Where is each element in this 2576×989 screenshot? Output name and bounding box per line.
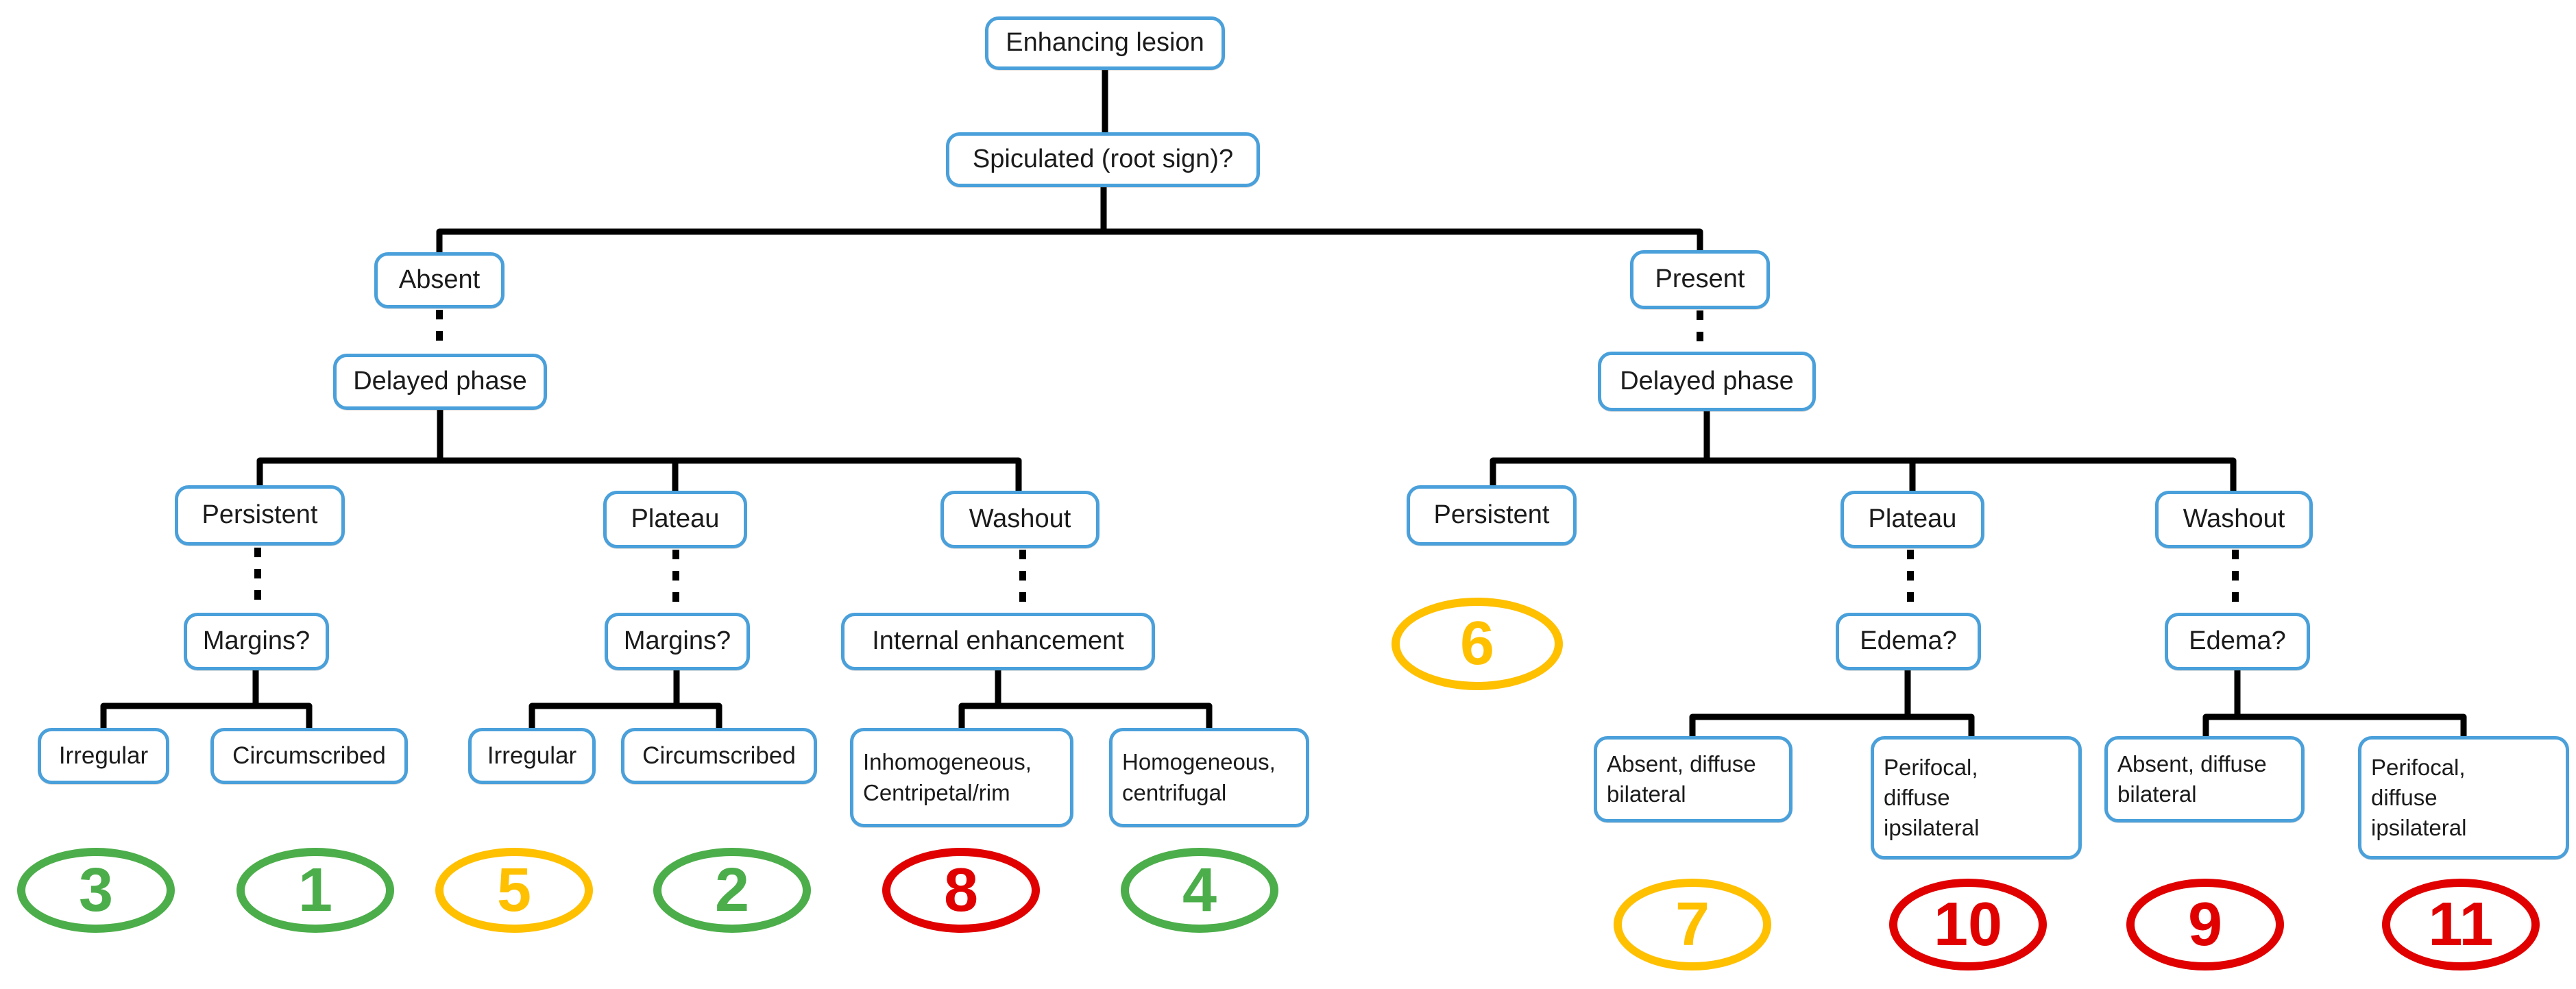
connector-edema2-split bbox=[2202, 669, 2467, 737]
node-homogeneous-centrifugal: Homogeneous, centrifugal bbox=[1109, 728, 1309, 827]
score-8-value: 8 bbox=[943, 855, 979, 925]
score-1: 1 bbox=[236, 848, 394, 933]
connector-margins2-split bbox=[528, 669, 722, 729]
score-6-value: 6 bbox=[1459, 609, 1495, 678]
node-margins-plateau: Margins? bbox=[605, 613, 750, 670]
node-inhomogeneous-centripetal: Inhomogeneous, Centripetal/rim bbox=[850, 728, 1073, 827]
node-edema-washout: Edema? bbox=[2165, 613, 2310, 670]
score-10: 10 bbox=[1889, 879, 2047, 970]
score-11: 11 bbox=[2382, 879, 2540, 970]
node-persistent-right: Persistent bbox=[1407, 485, 1577, 546]
node-perifocal-diffuse-ipsilateral-washout: Perifocal, diffuse ipsilateral bbox=[2358, 736, 2569, 859]
node-circumscribed-plateau: Circumscribed bbox=[621, 728, 817, 784]
node-delayed-phase-right: Delayed phase bbox=[1598, 352, 1816, 411]
score-3-value: 3 bbox=[78, 855, 114, 925]
score-4-value: 4 bbox=[1182, 855, 1217, 925]
node-perifocal-diffuse-ipsilateral-plateau: Perifocal, diffuse ipsilateral bbox=[1871, 736, 2082, 859]
node-margins-persistent: Margins? bbox=[184, 613, 329, 670]
connector-margins1-split bbox=[100, 669, 313, 729]
score-9: 9 bbox=[2126, 879, 2284, 970]
node-internal-enhancement: Internal enhancement bbox=[841, 613, 1155, 670]
score-2: 2 bbox=[653, 848, 811, 933]
node-plateau-right: Plateau bbox=[1840, 491, 1984, 548]
score-11-value: 11 bbox=[2428, 890, 2494, 959]
connector-delayed-left-split bbox=[256, 408, 1022, 492]
node-absent-diffuse-bilateral-washout: Absent, diffuse bilateral bbox=[2104, 736, 2305, 822]
node-absent-diffuse-bilateral-plateau: Absent, diffuse bilateral bbox=[1594, 736, 1793, 822]
score-7: 7 bbox=[1614, 879, 1771, 970]
score-2-value: 2 bbox=[714, 855, 750, 925]
connector-spiculated-split bbox=[436, 184, 1703, 254]
node-present: Present bbox=[1630, 250, 1770, 309]
node-irregular-persistent: Irregular bbox=[38, 728, 169, 784]
score-1-value: 1 bbox=[297, 855, 333, 925]
score-8: 8 bbox=[882, 848, 1040, 933]
node-irregular-plateau: Irregular bbox=[468, 728, 596, 784]
connector-internal-split bbox=[958, 669, 1213, 729]
node-edema-plateau: Edema? bbox=[1836, 613, 1981, 670]
node-spiculated-question: Spiculated (root sign)? bbox=[946, 132, 1260, 187]
score-10-value: 10 bbox=[1933, 890, 2003, 959]
node-washout-right: Washout bbox=[2155, 491, 2313, 548]
node-persistent-left: Persistent bbox=[175, 485, 345, 546]
score-7-value: 7 bbox=[1675, 890, 1710, 959]
node-enhancing-lesion: Enhancing lesion bbox=[985, 16, 1225, 70]
score-9-value: 9 bbox=[2187, 890, 2223, 959]
score-5-value: 5 bbox=[496, 855, 532, 925]
score-6: 6 bbox=[1392, 598, 1563, 690]
connector-delayed-right-split bbox=[1490, 410, 2237, 492]
connector-edema1-split bbox=[1689, 669, 1975, 737]
node-washout-left: Washout bbox=[940, 491, 1099, 548]
node-absent: Absent bbox=[374, 252, 505, 308]
score-3: 3 bbox=[17, 848, 175, 933]
score-4: 4 bbox=[1121, 848, 1278, 933]
node-plateau-left: Plateau bbox=[603, 491, 747, 548]
node-circumscribed-persistent: Circumscribed bbox=[210, 728, 408, 784]
node-delayed-phase-left: Delayed phase bbox=[333, 354, 547, 410]
score-5: 5 bbox=[435, 848, 593, 933]
